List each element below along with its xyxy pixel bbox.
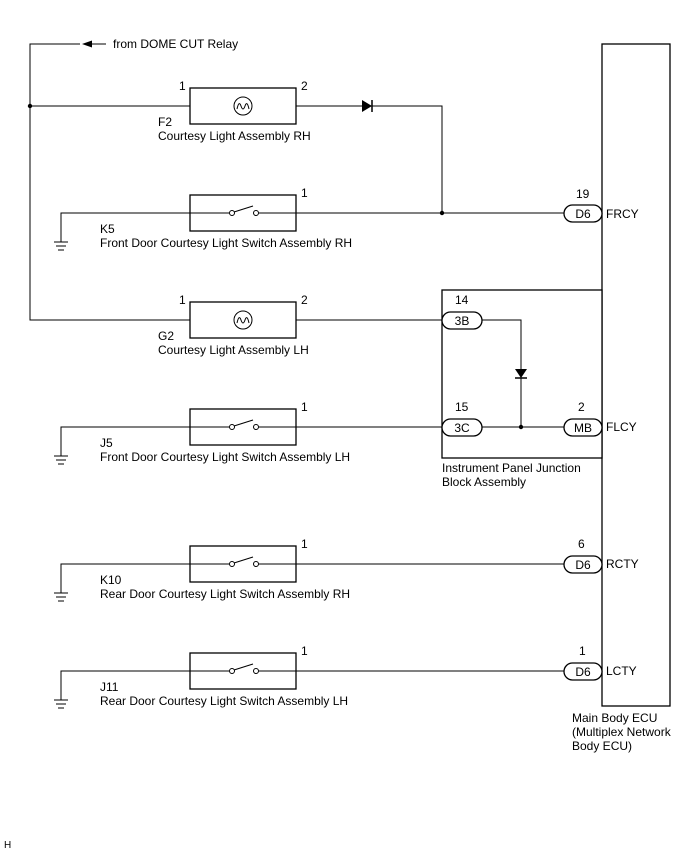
k10-ground-wire xyxy=(60,563,190,581)
k10-code: K10 xyxy=(100,573,122,587)
j5-ground-wire xyxy=(60,426,190,444)
junction-block-name-line-2: Block Assembly xyxy=(442,475,526,489)
frcy-signal: FRCY xyxy=(606,207,639,221)
switch-icon xyxy=(190,205,296,216)
connector-3b-label: 3B xyxy=(455,314,470,328)
k5-code: K5 xyxy=(100,222,115,236)
rh-lamp-code: F2 xyxy=(158,115,172,129)
splice-dot xyxy=(27,103,33,109)
flcy-signal: FLCY xyxy=(606,420,637,434)
rcty-signal: RCTY xyxy=(606,557,639,571)
rh-lamp-name: Courtesy Light Assembly RH xyxy=(158,129,311,143)
lh-lamp-code: G2 xyxy=(158,329,174,343)
courtesy-light-rh-box xyxy=(189,87,297,125)
junction-block-name-line-1: Instrument Panel Junction xyxy=(442,461,581,475)
connector-d6-label: D6 xyxy=(575,665,591,679)
lcty-pin: 1 xyxy=(579,644,586,658)
main-body-ecu-box xyxy=(601,43,671,707)
ecu-name-line-3: Body ECU) xyxy=(572,739,632,753)
k5-ground-wire xyxy=(60,212,190,230)
jb-pin-15: 15 xyxy=(455,400,469,414)
jb-pin-14: 14 xyxy=(455,293,469,307)
splice-dot xyxy=(439,210,445,216)
j11-name: Rear Door Courtesy Light Switch Assembly… xyxy=(100,694,348,708)
ground-icon xyxy=(53,443,69,465)
switch-icon xyxy=(190,663,296,674)
ground-icon xyxy=(53,687,69,709)
splice-dot xyxy=(518,424,524,430)
k5-name: Front Door Courtesy Light Switch Assembl… xyxy=(100,236,352,250)
connector-d6-rcty xyxy=(563,555,603,574)
connector-d6-label: D6 xyxy=(575,207,591,221)
lh-lamp-pin-left: 1 xyxy=(179,293,186,307)
ground-icon xyxy=(53,229,69,251)
diode-icon xyxy=(515,369,527,378)
k5-pin: 1 xyxy=(301,186,308,200)
courtesy-light-lh-box xyxy=(189,301,297,339)
source-label: from DOME CUT Relay xyxy=(113,37,238,51)
connector-d6-label: D6 xyxy=(575,558,591,572)
ecu-name-line-2: (Multiplex Network xyxy=(572,725,672,739)
j11-ground-wire xyxy=(60,670,190,688)
connector-3c-label: 3C xyxy=(454,421,470,435)
rcty-pin: 6 xyxy=(578,537,585,551)
connector-d6-lcty xyxy=(563,662,603,681)
bulb-icon xyxy=(233,310,253,330)
rh-lamp-pin-right: 2 xyxy=(301,79,308,93)
k10-pin: 1 xyxy=(301,537,308,551)
switch-icon xyxy=(190,419,296,430)
lh-lamp-pin-right: 2 xyxy=(301,293,308,307)
rh-lamp-pin-left: 1 xyxy=(179,79,186,93)
jb-internal-wire xyxy=(482,319,522,427)
lcty-signal: LCTY xyxy=(606,664,637,678)
diode-icon xyxy=(362,100,372,112)
bulb-icon xyxy=(233,96,253,116)
bulb-filament xyxy=(236,317,250,324)
flcy-pin: 2 xyxy=(578,400,585,414)
lh-lamp-name: Courtesy Light Assembly LH xyxy=(158,343,309,357)
rh-lamp-return-wire xyxy=(296,105,443,213)
j5-code: J5 xyxy=(100,436,113,450)
ground-icon xyxy=(53,580,69,602)
connector-mb xyxy=(563,418,603,437)
frcy-pin: 19 xyxy=(576,187,590,201)
j5-pin: 1 xyxy=(301,400,308,414)
ecu-name-line-1: Main Body ECU xyxy=(572,711,657,725)
k10-name: Rear Door Courtesy Light Switch Assembly… xyxy=(100,587,350,601)
j5-name: Front Door Courtesy Light Switch Assembl… xyxy=(100,450,350,464)
switch-icon xyxy=(190,556,296,567)
bulb-filament xyxy=(236,103,250,110)
j11-code: J11 xyxy=(100,680,119,694)
arrow-left-icon xyxy=(82,40,92,48)
j11-pin: 1 xyxy=(301,644,308,658)
corner-mark: H xyxy=(4,840,11,851)
connector-mb-label: MB xyxy=(574,421,592,435)
source-feed-wire xyxy=(29,43,190,321)
connector-d6-frcy xyxy=(563,204,603,223)
